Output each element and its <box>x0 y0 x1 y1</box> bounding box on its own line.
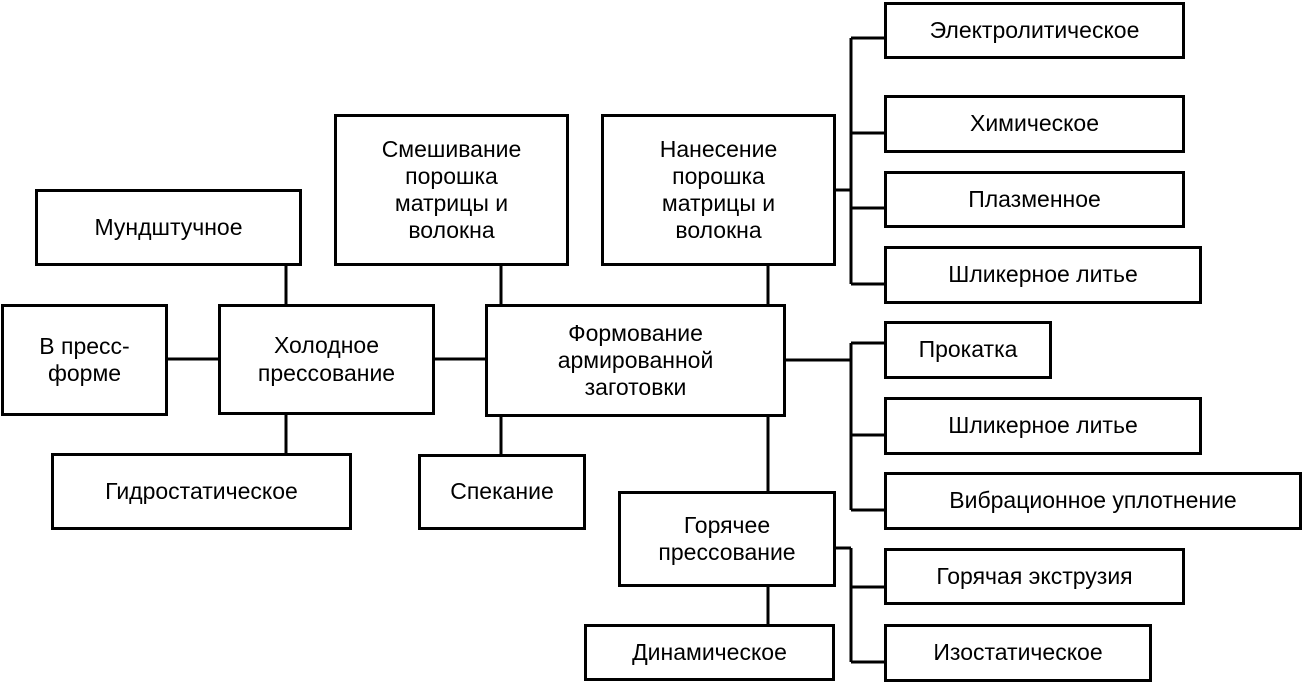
node-vibration-compaction: Вибрационное уплотнение <box>884 472 1302 530</box>
node-electrolytic: Электролитическое <box>884 2 1185 59</box>
node-hot-pressing: Горячее прессование <box>618 491 836 587</box>
node-isostatic: Изостатическое <box>884 624 1152 682</box>
node-plasma: Плазменное <box>884 171 1185 228</box>
node-mixing-powder: Смешивание порошка матрицы и волокна <box>334 114 569 266</box>
node-mouthpiece: Мундштучное <box>35 189 302 266</box>
node-rolling: Прокатка <box>884 321 1052 379</box>
node-slip-casting-mid: Шликерное литье <box>884 397 1202 455</box>
node-hot-extrusion: Горячая экструзия <box>884 548 1185 605</box>
node-in-mold: В пресс- форме <box>1 304 168 416</box>
node-chemical: Химическое <box>884 95 1185 153</box>
node-dynamic: Динамическое <box>584 624 835 681</box>
node-cold-pressing: Холодное прессование <box>218 304 435 415</box>
node-slip-casting-top: Шликерное литье <box>884 246 1202 304</box>
node-forming-reinforced-blank: Формование армированной заготовки <box>485 304 786 417</box>
node-coating-powder: Нанесение порошка матрицы и волокна <box>601 114 836 266</box>
node-hydrostatic: Гидростатическое <box>51 453 352 530</box>
node-sintering: Спекание <box>418 454 586 530</box>
